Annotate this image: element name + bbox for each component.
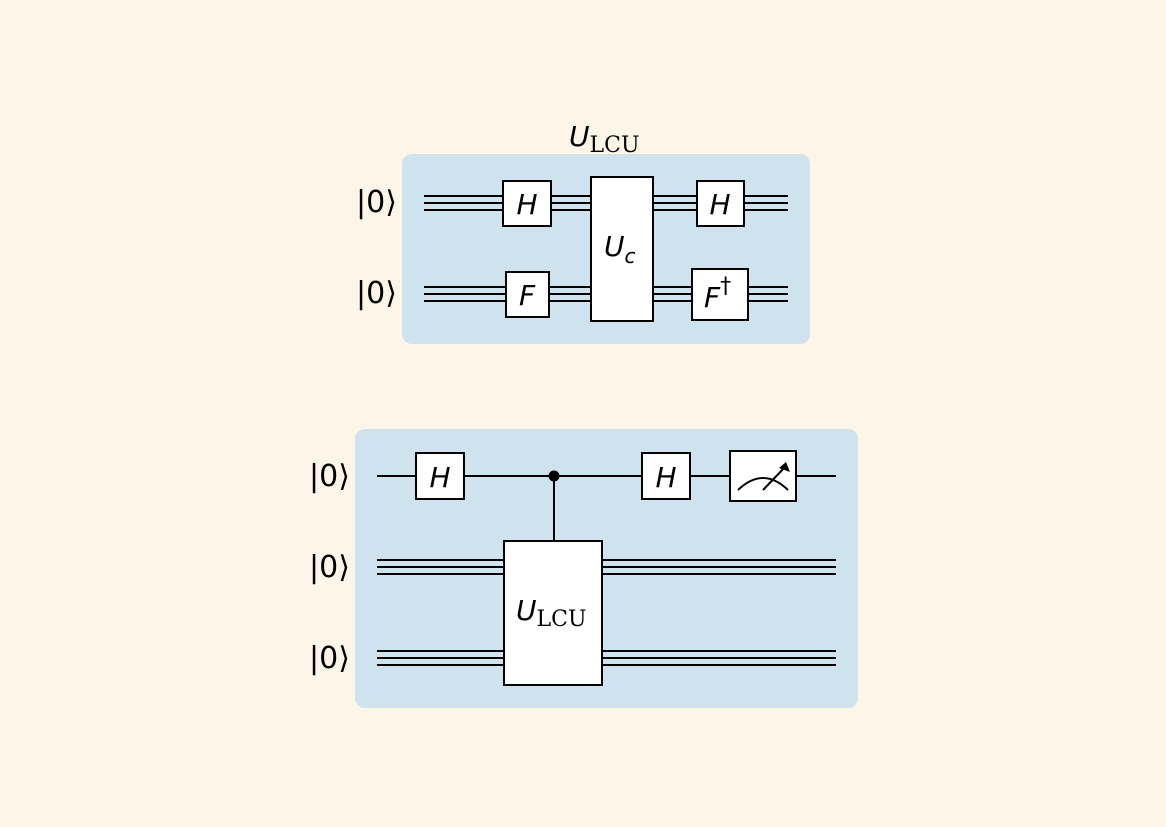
top-uc-gate-label: Uc bbox=[604, 230, 636, 268]
top-f-dagger-gate: F† bbox=[691, 268, 749, 321]
svg-text:H: H bbox=[709, 188, 730, 221]
top-input-label-1: |0⟩ bbox=[356, 185, 397, 220]
top-f-dagger-label: F† bbox=[704, 274, 731, 314]
bottom-h-gate-right: H bbox=[641, 452, 691, 500]
bottom-register-2-wire bbox=[377, 559, 836, 575]
top-circuit: ULCU |0⟩ |0⟩ H F Uc bbox=[356, 120, 810, 344]
bottom-register-3-wire bbox=[377, 650, 836, 666]
svg-text:H: H bbox=[516, 188, 537, 221]
top-h-gate-right: H bbox=[696, 180, 745, 227]
bottom-circuit: |0⟩ |0⟩ |0⟩ H UL bbox=[309, 429, 858, 708]
bottom-input-label-3: |0⟩ bbox=[309, 641, 350, 676]
top-circuit-title: ULCU bbox=[569, 120, 639, 158]
top-f-gate: F bbox=[505, 271, 550, 318]
svg-text:H: H bbox=[655, 461, 676, 494]
bottom-input-label-1: |0⟩ bbox=[309, 459, 350, 494]
top-h-gate-left: H bbox=[502, 180, 552, 227]
bottom-ulcu-gate: ULCU bbox=[503, 540, 603, 686]
top-uc-gate: Uc bbox=[590, 176, 654, 322]
bottom-ulcu-label: ULCU bbox=[516, 594, 586, 632]
meter-icon bbox=[729, 450, 797, 502]
bottom-h-gate-left: H bbox=[415, 452, 465, 500]
top-input-label-2: |0⟩ bbox=[356, 276, 397, 311]
control-dot bbox=[548, 470, 560, 541]
bottom-input-label-2: |0⟩ bbox=[309, 550, 350, 585]
svg-text:H: H bbox=[429, 461, 450, 494]
svg-text:F: F bbox=[519, 279, 536, 312]
